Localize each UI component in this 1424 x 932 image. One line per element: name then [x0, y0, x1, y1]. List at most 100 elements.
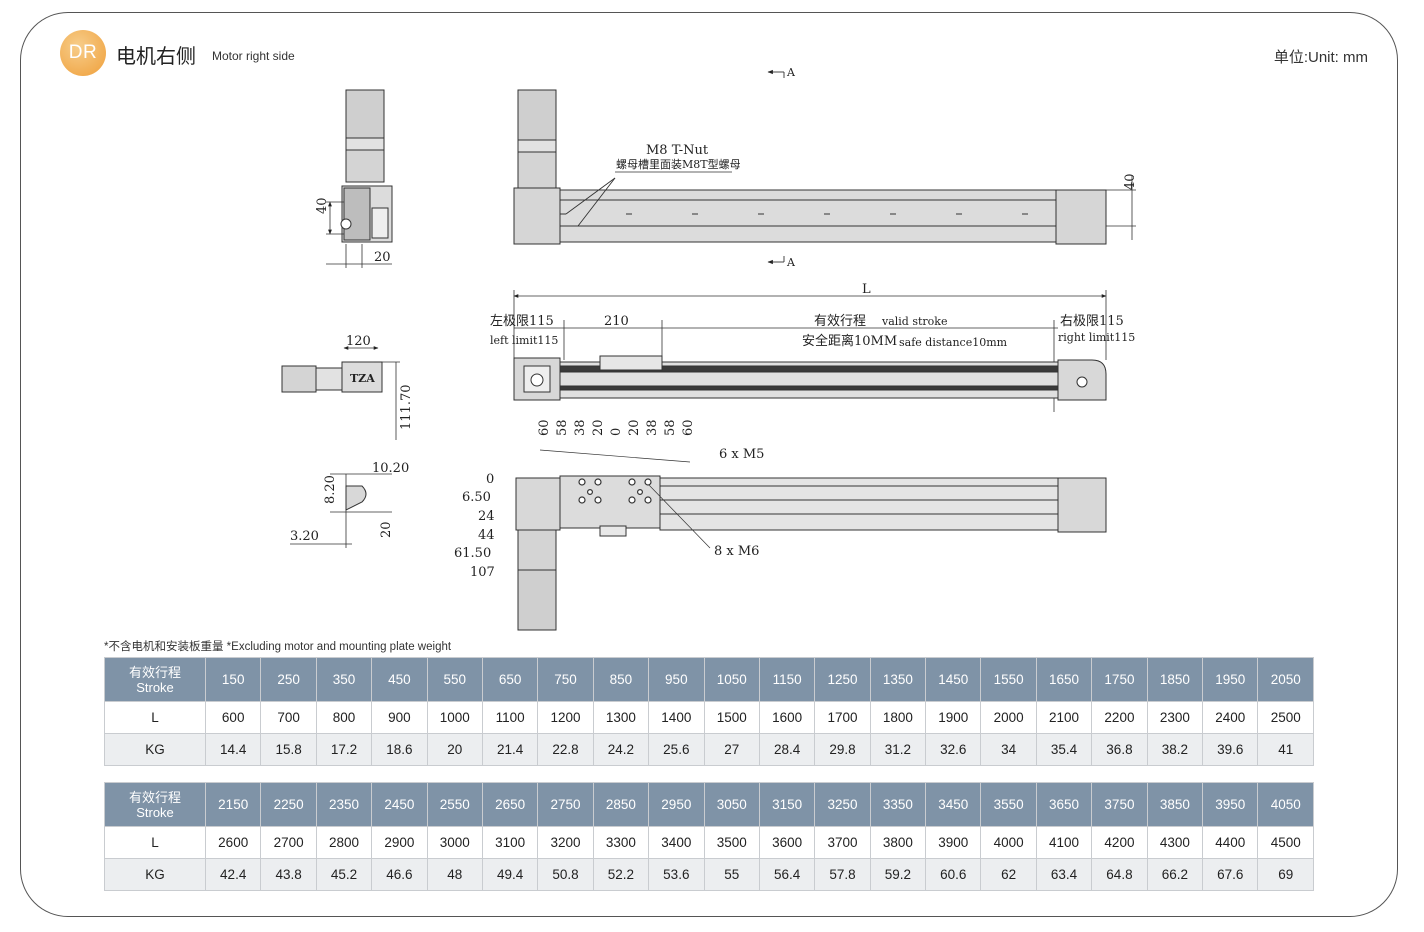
stroke-cell: 3650 — [1035, 782, 1093, 827]
dim-40-left: 40 — [315, 197, 330, 214]
length-cell: 2300 — [1146, 701, 1204, 734]
weight-cell: 39.6 — [1202, 733, 1259, 766]
unit-label: 单位:Unit: mm — [1273, 49, 1368, 66]
length-cell: 3300 — [592, 826, 650, 859]
length-cell: 4300 — [1146, 826, 1204, 859]
length-cell: 2100 — [1035, 701, 1093, 734]
svg-text:24: 24 — [478, 509, 495, 524]
stroke-cell: 1250 — [814, 657, 871, 702]
length-cell: 3900 — [925, 826, 982, 859]
stroke-cell: 1850 — [1146, 657, 1204, 702]
weight-cell: 31.2 — [869, 733, 927, 766]
svg-text:61.50: 61.50 — [454, 546, 491, 561]
safe-cn: 安全距离10MM — [802, 333, 897, 349]
weight-cell: 27 — [703, 733, 760, 766]
dim-20-b: 20 — [379, 521, 394, 538]
weight-cell: 17.2 — [315, 733, 373, 766]
series-badge: DR — [60, 30, 106, 76]
svg-text:58: 58 — [555, 419, 570, 436]
weight-cell: 20 — [426, 733, 483, 766]
length-cell: 4000 — [980, 826, 1037, 859]
weight-cell: 29.8 — [814, 733, 871, 766]
holes-m5: 6 x M5 — [719, 447, 764, 462]
length-cell: 900 — [371, 701, 428, 734]
left-limit-en: left limit115 — [490, 334, 558, 347]
svg-text:58: 58 — [663, 419, 678, 436]
top-dimension-labels: 60 58 38 20 0 20 38 58 60 — [537, 419, 696, 436]
stroke-cell: 150 — [204, 657, 262, 702]
left-limit-cn: 左极限115 — [490, 314, 554, 329]
carriage-view — [515, 449, 1107, 631]
length-cell: 3100 — [481, 826, 539, 859]
stroke-en: valid stroke — [881, 315, 947, 328]
stroke-cell: 3950 — [1202, 782, 1259, 827]
dim-20: 20 — [374, 250, 391, 265]
svg-text:20: 20 — [627, 419, 642, 436]
length-cell: 1900 — [925, 701, 982, 734]
stroke-cell: 1350 — [869, 657, 927, 702]
dim-L: L — [862, 282, 871, 297]
stroke-cell: 2650 — [481, 782, 539, 827]
length-cell: 3700 — [814, 826, 871, 859]
svg-text:38: 38 — [573, 419, 588, 436]
stroke-cell: 2750 — [537, 782, 594, 827]
svg-text:38: 38 — [645, 419, 660, 436]
weight-cell: 49.4 — [481, 858, 539, 891]
length-cell: 1000 — [426, 701, 483, 734]
weight-cell: 60.6 — [925, 858, 982, 891]
weight-cell: 42.4 — [204, 858, 262, 891]
svg-text:44: 44 — [478, 528, 495, 543]
length-cell: 1100 — [481, 701, 539, 734]
weight-cell: 22.8 — [537, 733, 594, 766]
length-cell: 1300 — [592, 701, 650, 734]
length-cell: 4500 — [1257, 826, 1314, 859]
weight-cell: 57.8 — [814, 858, 871, 891]
stroke-cell: 2150 — [204, 782, 262, 827]
stroke-cell: 2350 — [315, 782, 373, 827]
length-cell: 2900 — [371, 826, 428, 859]
length-cell: 3500 — [703, 826, 760, 859]
weight-cell: 50.8 — [537, 858, 594, 891]
stroke-cell: 1650 — [1035, 657, 1093, 702]
weight-row-label: KG — [104, 733, 206, 766]
weight-cell: 45.2 — [315, 858, 373, 891]
weight-cell: 64.8 — [1091, 858, 1148, 891]
stroke-cell: 450 — [371, 657, 428, 702]
dim-10-20: 10.20 — [372, 461, 409, 476]
weight-cell: 32.6 — [925, 733, 982, 766]
front-view — [513, 69, 1136, 265]
hole-pattern — [578, 478, 652, 504]
weight-cell: 52.2 — [592, 858, 650, 891]
dim-120: 120 — [346, 334, 371, 349]
stroke-cell: 2450 — [371, 782, 428, 827]
length-cell: 1800 — [869, 701, 927, 734]
weight-cell: 18.6 — [371, 733, 428, 766]
top-view — [513, 290, 1107, 412]
stroke-cell: 3050 — [703, 782, 760, 827]
weight-cell: 66.2 — [1146, 858, 1204, 891]
weight-cell: 62 — [980, 858, 1037, 891]
stroke-cell: 850 — [592, 657, 650, 702]
end-view — [326, 89, 393, 268]
stroke-cell: 950 — [648, 657, 705, 702]
stroke-cell: 4050 — [1257, 782, 1314, 827]
stroke-cell: 1450 — [925, 657, 982, 702]
svg-text:0: 0 — [486, 472, 494, 487]
length-cell: 4400 — [1202, 826, 1259, 859]
weight-cell: 67.6 — [1202, 858, 1259, 891]
stroke-cell: 650 — [481, 657, 539, 702]
weight-cell: 21.4 — [481, 733, 539, 766]
section-label-top: A — [786, 66, 796, 79]
weight-cell: 56.4 — [758, 858, 816, 891]
tnut-label: M8 T-Nut — [646, 143, 709, 158]
stroke-cell: 1950 — [1202, 657, 1259, 702]
weight-cell: 15.8 — [260, 733, 317, 766]
weight-cell: 14.4 — [204, 733, 262, 766]
length-cell: 4100 — [1035, 826, 1093, 859]
stroke-cell: 1550 — [980, 657, 1037, 702]
